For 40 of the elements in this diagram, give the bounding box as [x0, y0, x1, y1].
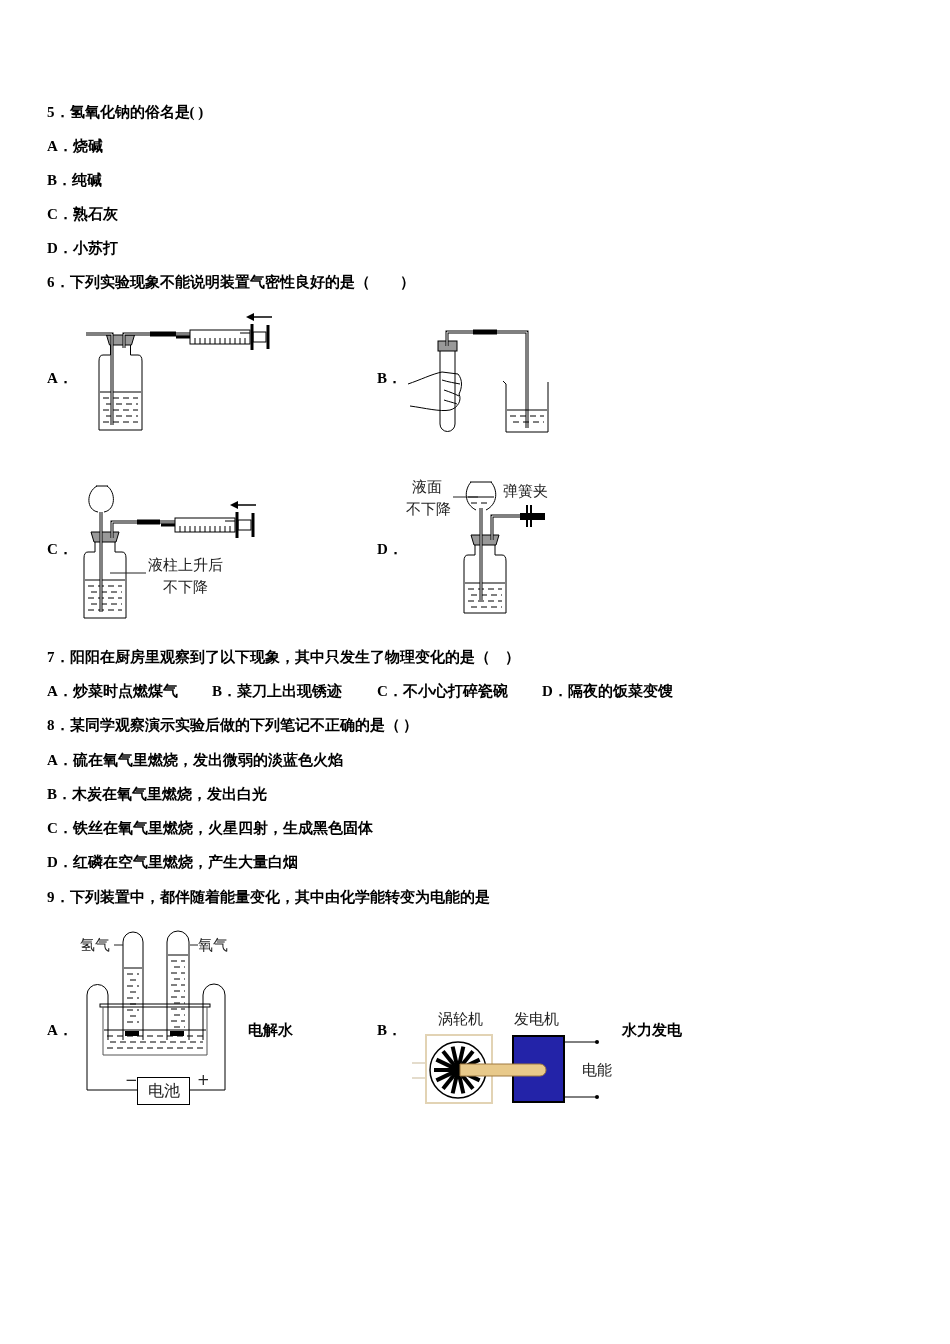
option-letter: D．: [377, 540, 403, 559]
option-letter: B．: [377, 1021, 402, 1040]
diagram-label: 弹簧夹: [503, 481, 548, 501]
question-text: 6．下列实验现象不能说明装置气密性良好的是（ ）: [47, 273, 415, 292]
box-label: 涡轮机: [436, 1009, 484, 1030]
question-text: 7．阳阳在厨房里观察到了以下现象，其中只发生了物理变化的是（ ）: [47, 648, 520, 667]
leader-line: [109, 572, 147, 574]
leader-line: [189, 944, 199, 946]
battery-box: 电池: [137, 1077, 190, 1105]
option-text: D．小苏打: [47, 239, 118, 258]
minus-sign: −: [125, 1070, 138, 1090]
question-text: 9．下列装置中，都伴随着能量变化，其中由化学能转变为电能的是: [47, 888, 490, 907]
callout-label: 氢气: [80, 934, 114, 956]
callout-label: 液柱上升后不下降: [146, 554, 224, 598]
plus-sign: +: [197, 1070, 210, 1090]
option-text: C．铁丝在氧气里燃烧，火星四射，生成黑色固体: [47, 819, 373, 838]
leader-line: [452, 496, 479, 498]
callout-label: 氧气: [198, 934, 234, 956]
option-letter: B．: [377, 369, 402, 388]
option-text: C．不小心打碎瓷碗: [377, 682, 508, 701]
option-letter: A．: [47, 369, 73, 388]
option-text: D．红磷在空气里燃烧，产生大量白烟: [47, 853, 298, 872]
option-letter: C．: [47, 540, 73, 559]
option-text: A．炒菜时点燃煤气: [47, 682, 178, 701]
question-text: 8．某同学观察演示实验后做的下列笔记不正确的是（ ）: [47, 716, 419, 735]
caption-text: 水力发电: [622, 1021, 682, 1040]
box-label: 发电机: [512, 1009, 560, 1030]
leader-line: [113, 944, 124, 946]
option-text: B．纯碱: [47, 171, 102, 190]
question-text: 5．氢氧化钠的俗名是( ): [47, 103, 204, 122]
callout-label: 液面不下降: [406, 476, 453, 520]
diagram-label: 电能: [582, 1060, 612, 1080]
caption-text: 电解水: [248, 1021, 293, 1040]
option-text: B．木炭在氧气里燃烧，发出白光: [47, 785, 267, 804]
option-text: B．菜刀上出现锈迹: [212, 682, 342, 701]
option-text: C．熟石灰: [47, 205, 118, 224]
option-text: A．烧碱: [47, 137, 103, 156]
option-text: D．隔夜的饭菜变馊: [542, 682, 673, 701]
option-letter: A．: [47, 1021, 73, 1040]
option-text: A．硫在氧气里燃烧，发出微弱的淡蓝色火焰: [47, 751, 343, 770]
